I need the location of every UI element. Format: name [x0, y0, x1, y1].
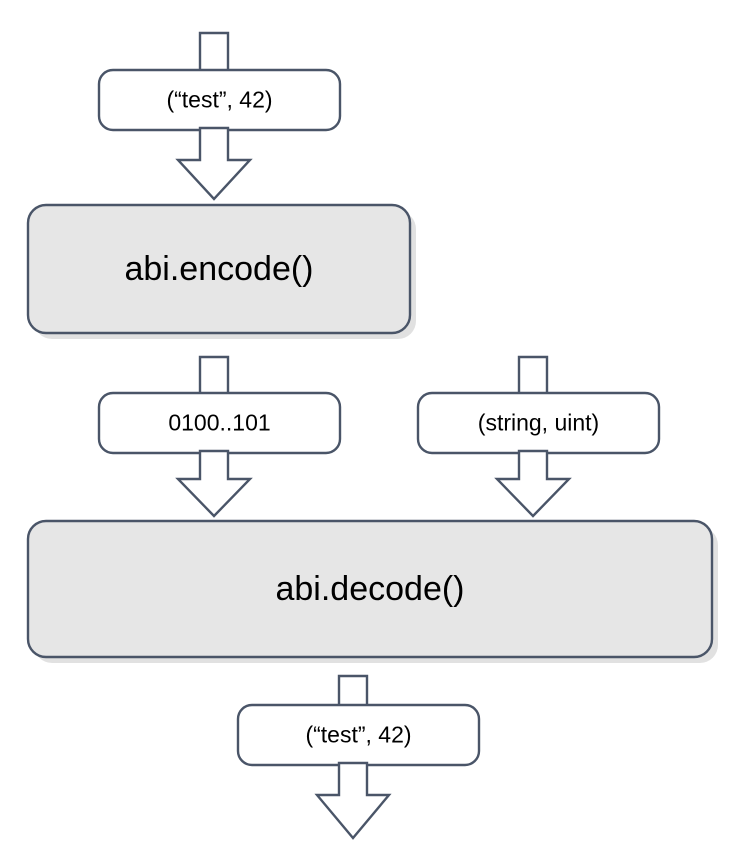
input-tuple-label: (“test”, 42)	[166, 87, 272, 113]
node-abi-encode[interactable]: abi.encode()	[28, 205, 416, 339]
connector-bytes-to-decode	[175, 449, 253, 518]
node-output-tuple[interactable]: (“test”, 42)	[238, 705, 479, 765]
block-arrow-down-icon	[175, 126, 253, 201]
connector-inflow-stub	[198, 31, 230, 76]
output-tuple-label: (“test”, 42)	[305, 722, 411, 748]
type-tuple-label: (string, uint)	[478, 410, 599, 436]
block-arrow-down-icon	[314, 761, 392, 840]
connector-types-stub	[517, 355, 549, 399]
node-input-tuple[interactable]: (“test”, 42)	[99, 70, 340, 130]
abi-encode-shape[interactable]	[28, 205, 410, 333]
block-arrow-down-icon	[494, 449, 572, 518]
connector-types-to-decode	[494, 449, 572, 518]
block-arrow-down-icon	[175, 449, 253, 518]
abi-decode-shape[interactable]	[28, 521, 712, 657]
connector-outflow-arrow	[314, 761, 392, 840]
node-type-tuple[interactable]: (string, uint)	[418, 393, 659, 453]
connector-input-to-encode	[175, 126, 253, 201]
abi-decode-label: abi.decode()	[275, 570, 464, 608]
abi-encode-label: abi.encode()	[124, 250, 313, 288]
node-abi-decode[interactable]: abi.decode()	[28, 521, 718, 663]
connector-encode-to-bytes-stub	[198, 355, 230, 399]
encoded-bytes-label: 0100..101	[168, 410, 270, 436]
node-encoded-bytes[interactable]: 0100..101	[99, 393, 340, 453]
